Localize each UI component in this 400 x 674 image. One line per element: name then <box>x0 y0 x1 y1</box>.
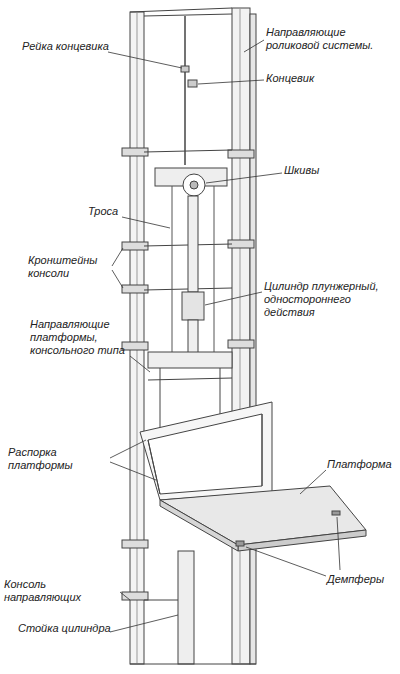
limit-switch <box>188 80 197 87</box>
plunger-rod <box>188 196 198 292</box>
carriage-guides <box>148 352 232 368</box>
part-label: Стойка цилиндра <box>18 622 118 635</box>
part-label: Демпферы <box>327 573 397 586</box>
cylinder <box>182 292 204 320</box>
part-label: Распорка платформы <box>8 446 112 472</box>
right-post <box>232 8 250 664</box>
part-label: Троса <box>88 205 128 218</box>
left-post <box>130 12 144 664</box>
part-label: Консоль направляющих <box>4 578 126 604</box>
part-label: Концевик <box>266 72 346 85</box>
cylinder-stand <box>178 551 194 664</box>
part-label: Кронштейны консоли <box>28 254 112 280</box>
platform-spacer <box>140 402 272 500</box>
sheave <box>183 174 205 196</box>
damper <box>332 511 340 515</box>
part-label: Рейка концевика <box>22 40 112 53</box>
part-label: Платформа <box>327 458 397 471</box>
limit-rail <box>184 16 186 165</box>
part-label: Направляющие платформы, консольного типа <box>30 318 134 357</box>
part-label: Цилиндр плунжерный, одностороннего дейст… <box>264 280 394 319</box>
leader-lines <box>108 40 340 632</box>
rope <box>172 186 173 355</box>
part-label: Направляющие роликовой системы. <box>266 26 394 52</box>
part-label: Шкивы <box>284 164 344 177</box>
